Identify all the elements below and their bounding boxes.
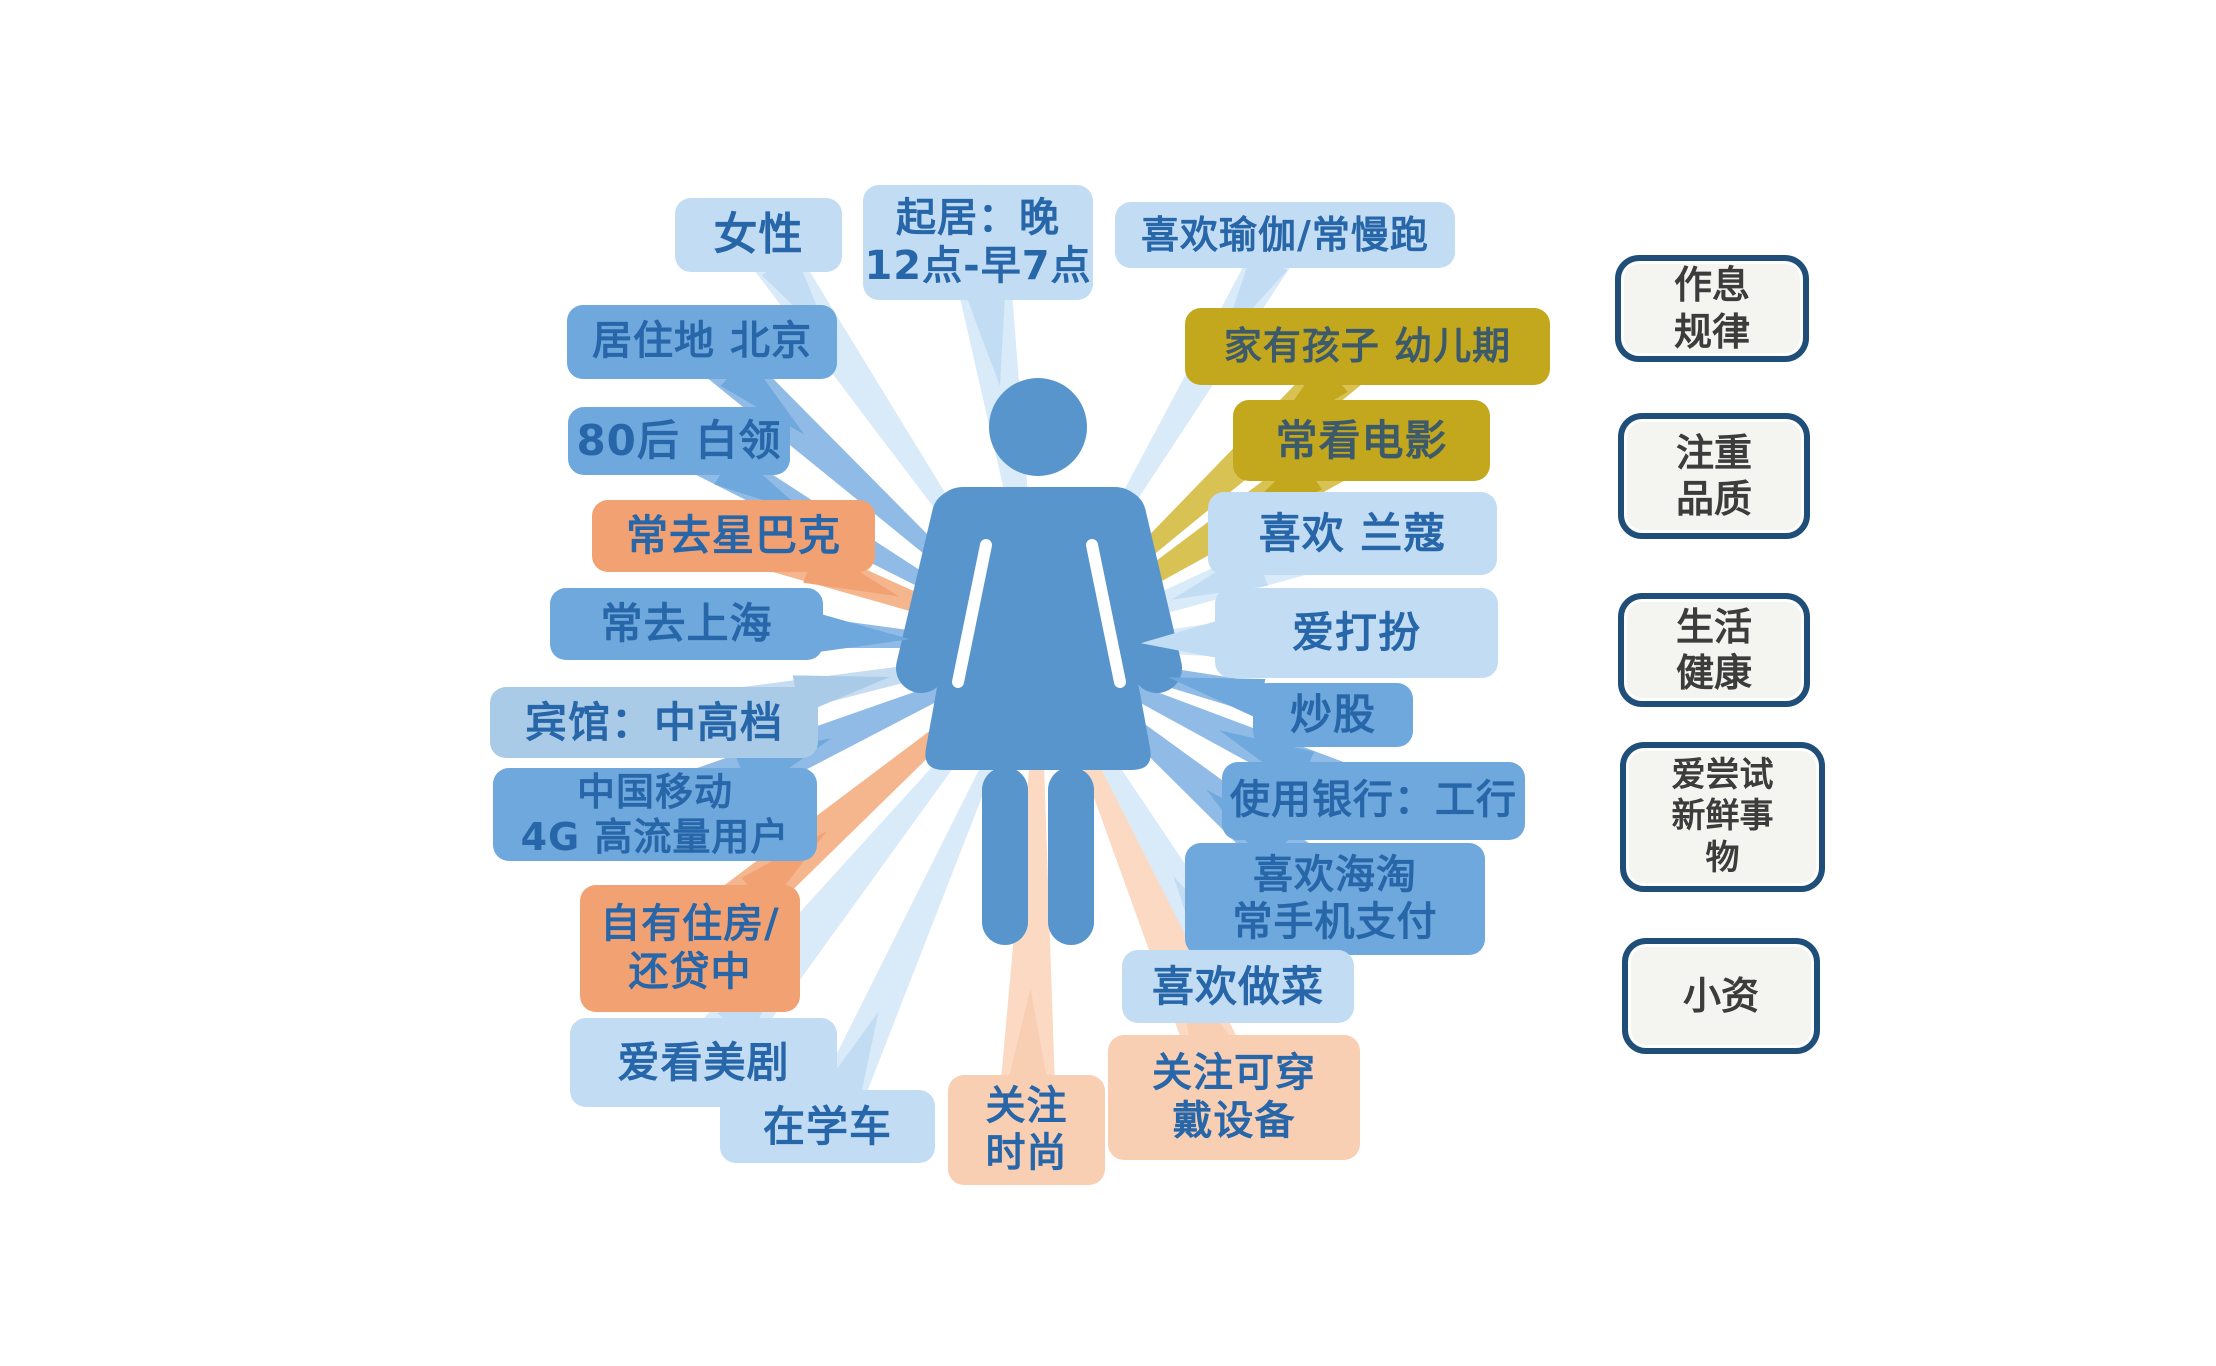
- bubble-label: 关注: [985, 1082, 1068, 1129]
- bubble-label: 常手机支付: [1232, 899, 1438, 945]
- bubble-driving-lessons: 在学车: [720, 1090, 935, 1163]
- category-label: 品质: [1675, 477, 1752, 521]
- category-label: 规律: [1673, 309, 1750, 354]
- category-label: 作息: [1673, 263, 1750, 308]
- ray-driving-lessons: [805, 648, 1040, 1137]
- bubble-age-occupation: 80后 白领: [568, 407, 790, 475]
- figure-head: [989, 378, 1087, 476]
- category-petit-bourgeois: 小资: [1622, 938, 1820, 1054]
- bubble-label: 在学车: [762, 1101, 892, 1151]
- bubble-label: 80后 白领: [576, 416, 782, 466]
- category-label: 新鲜事: [1671, 796, 1774, 837]
- bubble-lancome: 喜欢 兰蔻: [1208, 492, 1497, 575]
- bubble-bank: 使用银行：工行: [1222, 762, 1525, 840]
- category-novelty-seeker: 爱尝试新鲜事物: [1620, 742, 1825, 892]
- bubble-label: 居住地 北京: [592, 318, 812, 365]
- category-label: 小资: [1682, 973, 1759, 1018]
- bubble-label: 宾馆：中高档: [524, 697, 783, 747]
- bubble-hotels: 宾馆：中高档: [490, 687, 818, 758]
- bubble-label: 关注可穿: [1152, 1050, 1316, 1097]
- bubble-label: 女性: [713, 209, 804, 261]
- bubble-label: 炒股: [1289, 690, 1376, 740]
- bubble-label: 常去星巴克: [625, 511, 841, 561]
- bubble-tail-sleep-schedule: [965, 288, 1006, 386]
- bubble-label: 还贷中: [628, 948, 752, 995]
- bubble-starbucks: 常去星巴克: [592, 500, 875, 572]
- bubble-wearables: 关注可穿戴设备: [1108, 1035, 1360, 1160]
- figure-arm-gap-left: [952, 539, 992, 688]
- bubble-stocks: 炒股: [1253, 683, 1413, 747]
- bubble-label: 家有孩子 幼儿期: [1223, 324, 1512, 369]
- bubble-children: 家有孩子 幼儿期: [1185, 308, 1550, 385]
- category-label: 物: [1705, 837, 1740, 878]
- bubble-residence: 居住地 北京: [567, 305, 837, 379]
- bubble-label: 使用银行：工行: [1230, 777, 1517, 824]
- bubble-tail-fashion: [1007, 988, 1048, 1084]
- bubble-label: 12点-早7点: [864, 242, 1092, 289]
- bubble-label: 时尚: [985, 1130, 1068, 1176]
- bubble-tail-dress-up: [1140, 619, 1224, 660]
- bubble-cooking: 喜欢做菜: [1122, 950, 1354, 1023]
- bubble-label: 喜欢瑜伽/常慢跑: [1141, 212, 1429, 257]
- bubble-label: 中国移动: [576, 769, 733, 814]
- bubble-fashion: 关注时尚: [948, 1075, 1105, 1185]
- category-label: 健康: [1675, 651, 1752, 695]
- bubble-gender: 女性: [675, 198, 842, 272]
- bubble-label: 喜欢做菜: [1151, 961, 1324, 1011]
- bubble-label: 4G 高流量用户: [520, 814, 790, 859]
- female-person-icon: [896, 378, 1182, 945]
- category-label: 注重: [1675, 430, 1752, 475]
- bubble-label: 喜欢 兰蔻: [1258, 508, 1447, 558]
- bubble-label: 自有住房/: [600, 901, 780, 948]
- bubble-housing: 自有住房/还贷中: [580, 885, 800, 1012]
- figure-left-arm: [896, 490, 982, 693]
- bubble-tail-stocks: [1168, 677, 1266, 719]
- bubble-movies: 常看电影: [1233, 400, 1490, 481]
- bubble-shanghai-trips: 常去上海: [550, 588, 823, 660]
- figure-arm-gap-right: [1086, 539, 1126, 688]
- bubble-label: 爱看美剧: [617, 1037, 790, 1087]
- bubble-yoga-jogging: 喜欢瑜伽/常慢跑: [1115, 202, 1455, 268]
- bubble-label: 喜欢海淘: [1253, 851, 1417, 898]
- bubble-label: 戴设备: [1172, 1097, 1296, 1144]
- bubble-tail-shanghai-trips: [813, 612, 910, 653]
- category-label: 爱尝试: [1671, 754, 1774, 795]
- category-quality-focused: 注重品质: [1618, 413, 1810, 539]
- bubble-label: 常去上海: [600, 599, 773, 649]
- category-regular-routine: 作息规律: [1615, 255, 1809, 362]
- bubble-label: 起居：晚: [896, 195, 1060, 242]
- bubble-dress-up: 爱打扮: [1215, 588, 1498, 678]
- category-label: 生活: [1675, 604, 1752, 649]
- bubble-haitao-payment: 喜欢海淘常手机支付: [1185, 843, 1485, 955]
- bubble-label: 常看电影: [1275, 415, 1448, 465]
- bubble-label: 爱打扮: [1291, 608, 1421, 658]
- category-healthy-life: 生活健康: [1618, 593, 1810, 707]
